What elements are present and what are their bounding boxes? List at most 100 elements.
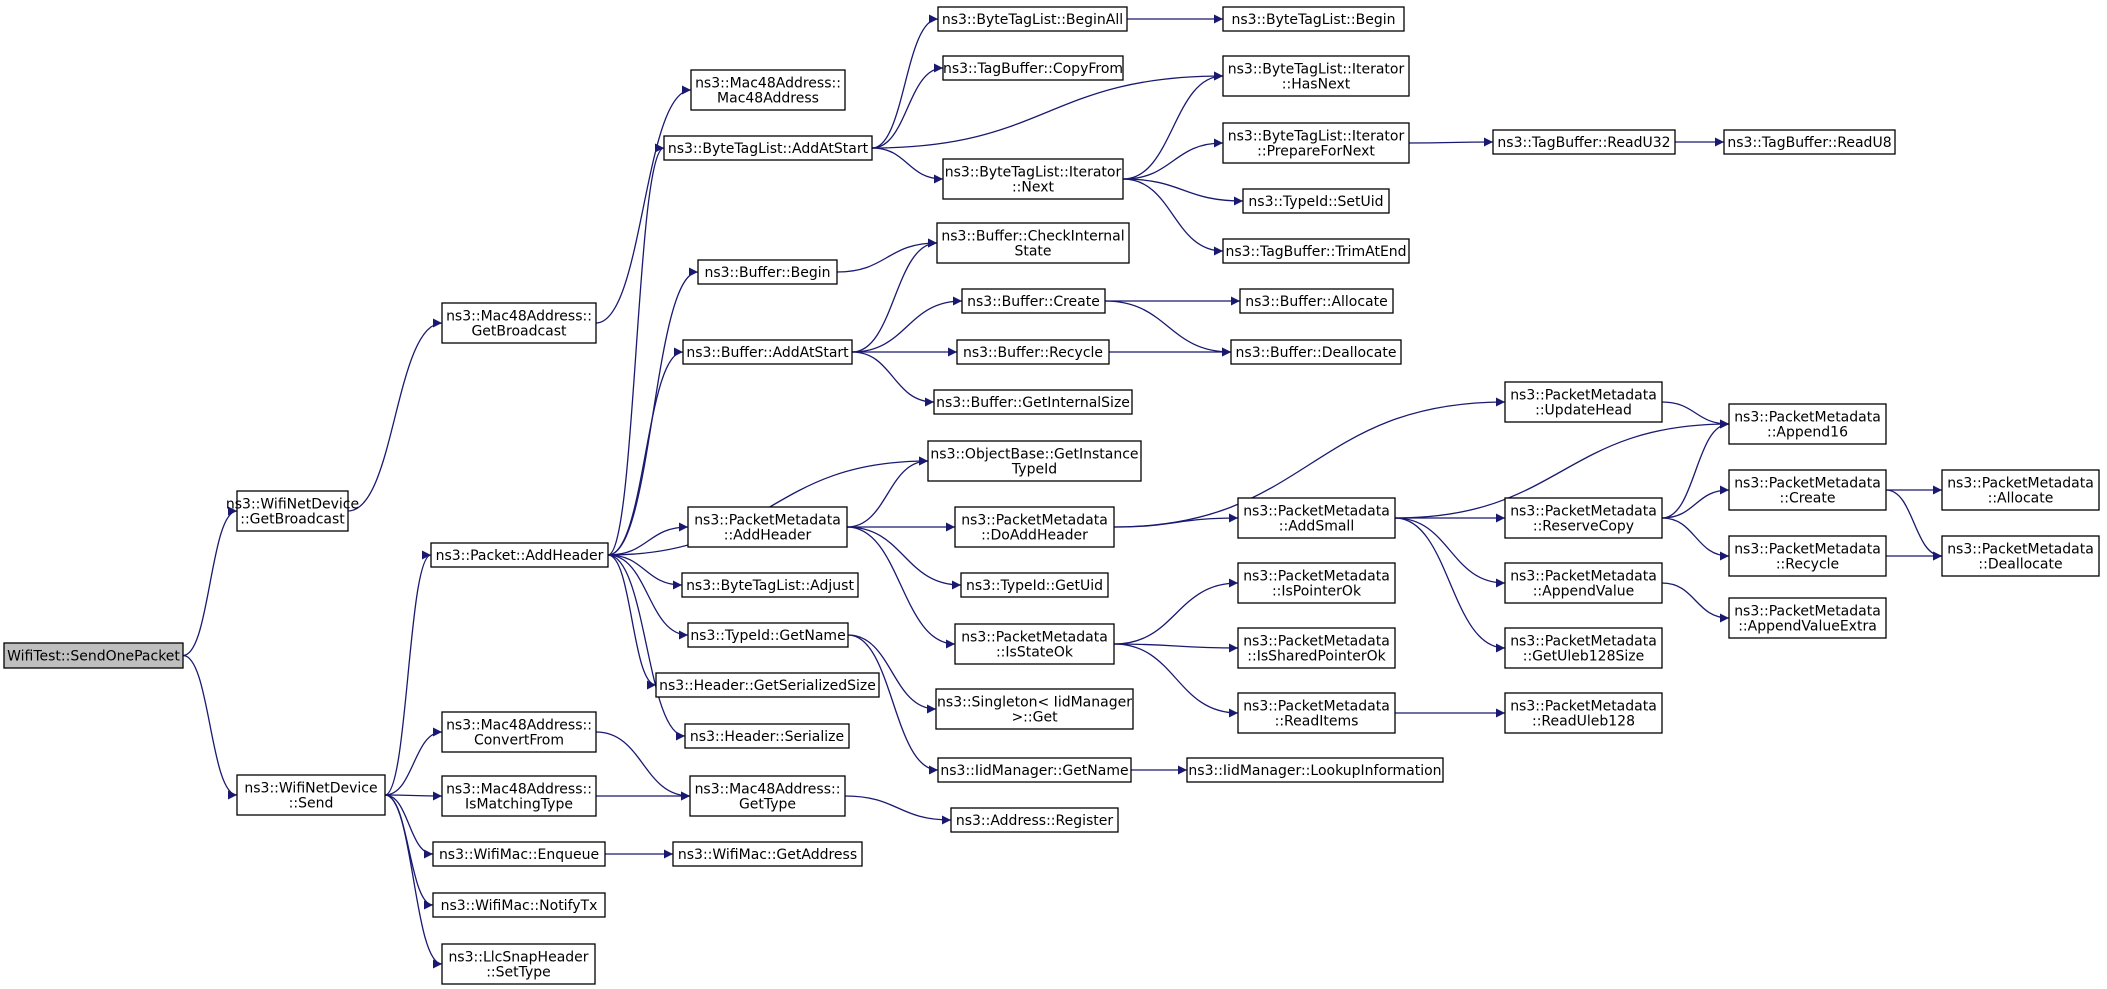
node-label-pm-appendvalueextra-0: ns3::PacketMetadata: [1734, 604, 1881, 620]
node-pm-reservecopy[interactable]: ns3::PacketMetadata::ReserveCopy: [1504, 497, 1663, 539]
node-pm-create[interactable]: ns3::PacketMetadata::Create: [1728, 469, 1887, 511]
node-pm-issharedpointerok[interactable]: ns3::PacketMetadata::IsSharedPointerOk: [1237, 627, 1396, 669]
node-typeid-getname[interactable]: ns3::TypeId::GetName: [687, 622, 849, 648]
node-pm-addsmall[interactable]: ns3::PacketMetadata::AddSmall: [1237, 497, 1396, 539]
node-pm-updatehead[interactable]: ns3::PacketMetadata::UpdateHead: [1504, 381, 1663, 423]
node-label-mac48-gettype-1: GetType: [739, 797, 796, 813]
node-iidmanager-lookupinformation[interactable]: ns3::IidManager::LookupInformation: [1186, 757, 1444, 783]
node-label-mac48-ismatchingtype-1: IsMatchingType: [465, 797, 573, 813]
node-label-buffer-recycle-0: ns3::Buffer::Recycle: [963, 345, 1103, 361]
node-header-getserializedsize[interactable]: ns3::Header::GetSerializedSize: [655, 672, 880, 698]
edge-pm-doaddheader-to-pm-updatehead: [1113, 397, 1506, 528]
edge-buffer-addatstart-to-buffer-getinternalsize: [851, 351, 935, 407]
node-label-wnd-send-1: ::Send: [289, 796, 334, 812]
node-pm-appendvalueextra[interactable]: ns3::PacketMetadata::AppendValueExtra: [1728, 597, 1887, 639]
node-typeid-setuid[interactable]: ns3::TypeId::SetUid: [1242, 188, 1390, 214]
node-label-pm-reservecopy-0: ns3::PacketMetadata: [1510, 504, 1657, 520]
node-label-pm-create-0: ns3::PacketMetadata: [1734, 476, 1881, 492]
node-pm-recycle[interactable]: ns3::PacketMetadata::Recycle: [1728, 535, 1887, 577]
node-label-address-register-0: ns3::Address::Register: [956, 813, 1114, 829]
node-label-mac48-gettype-0: ns3::Mac48Address::: [695, 782, 841, 798]
node-box-pm-isstateok: [954, 623, 1115, 665]
node-pm-getuleb128size[interactable]: ns3::PacketMetadata::GetUleb128Size: [1504, 627, 1663, 669]
node-btl-begin[interactable]: ns3::ByteTagList::Begin: [1222, 6, 1405, 32]
node-wnd-send[interactable]: ns3::WifiNetDevice::Send: [236, 774, 386, 816]
node-pm-addheader[interactable]: ns3::PacketMetadata::AddHeader: [687, 506, 848, 548]
node-box-singleton-get: [935, 688, 1134, 730]
node-wifimac-enqueue[interactable]: ns3::WifiMac::Enqueue: [432, 841, 606, 867]
node-wifimac-notifytx[interactable]: ns3::WifiMac::NotifyTx: [432, 892, 606, 918]
node-tagbuffer-readu8[interactable]: ns3::TagBuffer::ReadU8: [1723, 129, 1896, 155]
node-btl-addatstart[interactable]: ns3::ByteTagList::AddAtStart: [663, 135, 873, 161]
node-box-pm-ispointerok: [1237, 562, 1396, 604]
node-pm-allocate[interactable]: ns3::PacketMetadata::Allocate: [1941, 469, 2100, 511]
node-singleton-get[interactable]: ns3::Singleton< IidManager>::Get: [935, 688, 1134, 730]
node-mac48-ctor[interactable]: ns3::Mac48Address::Mac48Address: [690, 69, 846, 111]
node-label-btl-iter-hasnext-0: ns3::ByteTagList::Iterator: [1228, 62, 1405, 78]
node-label-mac48-getbroadcast-1: GetBroadcast: [471, 324, 567, 340]
node-label-packet-addheader-0: ns3::Packet::AddHeader: [436, 548, 604, 564]
node-btl-iter-hasnext[interactable]: ns3::ByteTagList::Iterator::HasNext: [1222, 55, 1410, 97]
node-btl-beginall[interactable]: ns3::ByteTagList::BeginAll: [937, 6, 1128, 32]
node-pm-isstateok[interactable]: ns3::PacketMetadata::IsStateOk: [954, 623, 1115, 665]
node-box-btl-adjust: [681, 572, 859, 598]
node-mac48-convertfrom[interactable]: ns3::Mac48Address::ConvertFrom: [441, 711, 597, 753]
node-pm-ispointerok[interactable]: ns3::PacketMetadata::IsPointerOk: [1237, 562, 1396, 604]
node-buffer-recycle[interactable]: ns3::Buffer::Recycle: [956, 339, 1110, 365]
node-tagbuffer-trimatend[interactable]: ns3::TagBuffer::TrimAtEnd: [1222, 238, 1410, 264]
node-label-buffer-addatstart-0: ns3::Buffer::AddAtStart: [686, 345, 849, 361]
node-label-pm-allocate-1: ::Allocate: [1988, 491, 2054, 507]
node-buffer-begin[interactable]: ns3::Buffer::Begin: [697, 259, 838, 285]
node-label-btl-iter-next-0: ns3::ByteTagList::Iterator: [945, 165, 1122, 181]
node-pm-deallocate[interactable]: ns3::PacketMetadata::Deallocate: [1941, 535, 2100, 577]
edge-pm-reservecopy-to-pm-append16: [1661, 419, 1730, 519]
node-box-wifimac-enqueue: [432, 841, 606, 867]
node-address-register[interactable]: ns3::Address::Register: [950, 807, 1119, 833]
node-wnd-getbroadcast[interactable]: ns3::WifiNetDevice::GetBroadcast: [226, 490, 359, 532]
node-btl-iter-next[interactable]: ns3::ByteTagList::Iterator::Next: [942, 158, 1124, 200]
edge-root-to-wnd-getbroadcast: [182, 506, 238, 657]
edge-packet-addheader-to-buffer-addatstart: [607, 347, 684, 556]
node-buffer-getinternalsize[interactable]: ns3::Buffer::GetInternalSize: [933, 389, 1133, 415]
node-tagbuffer-copyfrom[interactable]: ns3::TagBuffer::CopyFrom: [942, 55, 1124, 81]
node-pm-readuleb128[interactable]: ns3::PacketMetadata::ReadUleb128: [1504, 692, 1663, 734]
node-mac48-ismatchingtype[interactable]: ns3::Mac48Address::IsMatchingType: [441, 775, 597, 817]
node-label-mac48-ismatchingtype-0: ns3::Mac48Address::: [446, 782, 592, 798]
node-mac48-gettype[interactable]: ns3::Mac48Address::GetType: [689, 775, 846, 817]
edge-wnd-send-to-packet-addheader: [384, 550, 432, 796]
node-label-tagbuffer-trimatend-0: ns3::TagBuffer::TrimAtEnd: [1225, 244, 1406, 260]
node-pm-doaddheader[interactable]: ns3::PacketMetadata::DoAddHeader: [954, 506, 1115, 548]
node-label-pm-readitems-1: ::ReadItems: [1275, 714, 1359, 730]
node-btl-iter-prepare[interactable]: ns3::ByteTagList::Iterator::PrepareForNe…: [1222, 122, 1410, 164]
node-label-pm-addheader-0: ns3::PacketMetadata: [694, 513, 841, 529]
node-pm-appendvalue[interactable]: ns3::PacketMetadata::AppendValue: [1504, 562, 1663, 604]
node-mac48-getbroadcast[interactable]: ns3::Mac48Address::GetBroadcast: [441, 302, 597, 344]
node-header-serialize[interactable]: ns3::Header::Serialize: [684, 723, 850, 749]
edge-wnd-getbroadcast-to-mac48-getbroadcast: [347, 318, 443, 512]
edge-pm-addheader-to-typeid-getuid: [846, 526, 962, 590]
node-llcsnap-settype[interactable]: ns3::LlcSnapHeader::SetType: [441, 943, 596, 985]
node-buffer-deallocate[interactable]: ns3::Buffer::Deallocate: [1230, 339, 1402, 365]
node-label-singleton-get-0: ns3::Singleton< IidManager: [937, 695, 1132, 711]
node-typeid-getuid[interactable]: ns3::TypeId::GetUid: [960, 572, 1109, 598]
node-label-root-0: WifiTest::SendOnePacket: [7, 649, 180, 665]
node-pm-readitems[interactable]: ns3::PacketMetadata::ReadItems: [1237, 692, 1396, 734]
edge-packet-addheader-to-btl-addatstart: [607, 143, 665, 556]
node-label-pm-create-1: ::Create: [1780, 491, 1836, 507]
node-btl-adjust[interactable]: ns3::ByteTagList::Adjust: [681, 572, 859, 598]
node-root[interactable]: WifiTest::SendOnePacket: [3, 642, 184, 669]
edge-buffer-addatstart-to-buffer-create: [851, 296, 963, 353]
node-buffer-create[interactable]: ns3::Buffer::Create: [961, 288, 1106, 314]
node-pm-append16[interactable]: ns3::PacketMetadata::Append16: [1728, 403, 1887, 445]
edge-mac48-convertfrom-to-mac48-gettype: [595, 731, 691, 801]
node-wifimac-getaddress[interactable]: ns3::WifiMac::GetAddress: [672, 841, 863, 867]
edge-packet-addheader-to-header-serialize: [607, 554, 686, 741]
edge-btl-addatstart-to-btl-beginall: [871, 14, 939, 149]
node-iidmanager-getname[interactable]: ns3::IidManager::GetName: [937, 757, 1132, 783]
node-packet-addheader[interactable]: ns3::Packet::AddHeader: [430, 542, 609, 568]
node-tagbuffer-readu32[interactable]: ns3::TagBuffer::ReadU32: [1492, 129, 1676, 155]
node-buffer-allocate[interactable]: ns3::Buffer::Allocate: [1239, 288, 1394, 314]
node-buffer-addatstart[interactable]: ns3::Buffer::AddAtStart: [682, 339, 853, 365]
